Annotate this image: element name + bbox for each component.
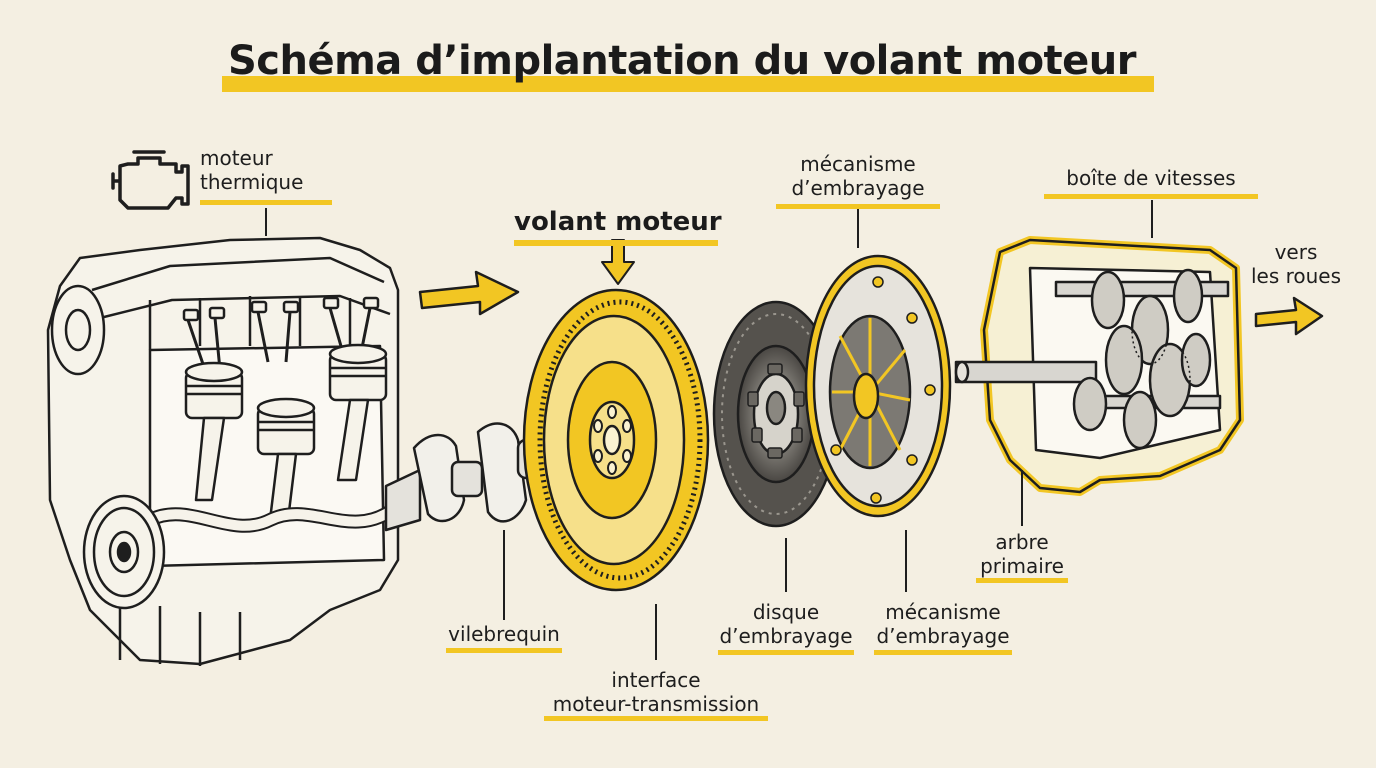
underline-engine xyxy=(200,200,332,205)
underline-interface xyxy=(544,716,768,721)
gearbox xyxy=(954,236,1244,496)
flywheel xyxy=(522,288,710,592)
underline-input-shaft xyxy=(976,578,1068,583)
underline-clutch-mechanism-bottom xyxy=(874,650,1012,655)
engine-icon xyxy=(111,150,190,210)
engine-block xyxy=(46,236,400,666)
page-title: Schéma d’implantation du volant moteur xyxy=(228,38,1137,84)
underline-crankshaft xyxy=(446,648,562,653)
flow-arrow-engine xyxy=(418,270,520,316)
underline-clutch-disc xyxy=(718,650,854,655)
flow-arrow-wheels xyxy=(1254,296,1324,336)
clutch-mechanism xyxy=(804,254,952,518)
leader-lines xyxy=(265,200,1153,660)
title-highlight xyxy=(222,76,1154,92)
underline-gearbox xyxy=(1044,194,1258,199)
label-flywheel: volant moteur xyxy=(514,207,722,237)
label-crankshaft: vilebrequin xyxy=(448,622,560,646)
label-gearbox: boîte de vitesses xyxy=(1066,166,1236,190)
underline-flywheel xyxy=(514,240,718,246)
flywheel-pointer-arrow xyxy=(601,239,635,285)
underline-clutch-mechanism-top xyxy=(776,204,940,209)
